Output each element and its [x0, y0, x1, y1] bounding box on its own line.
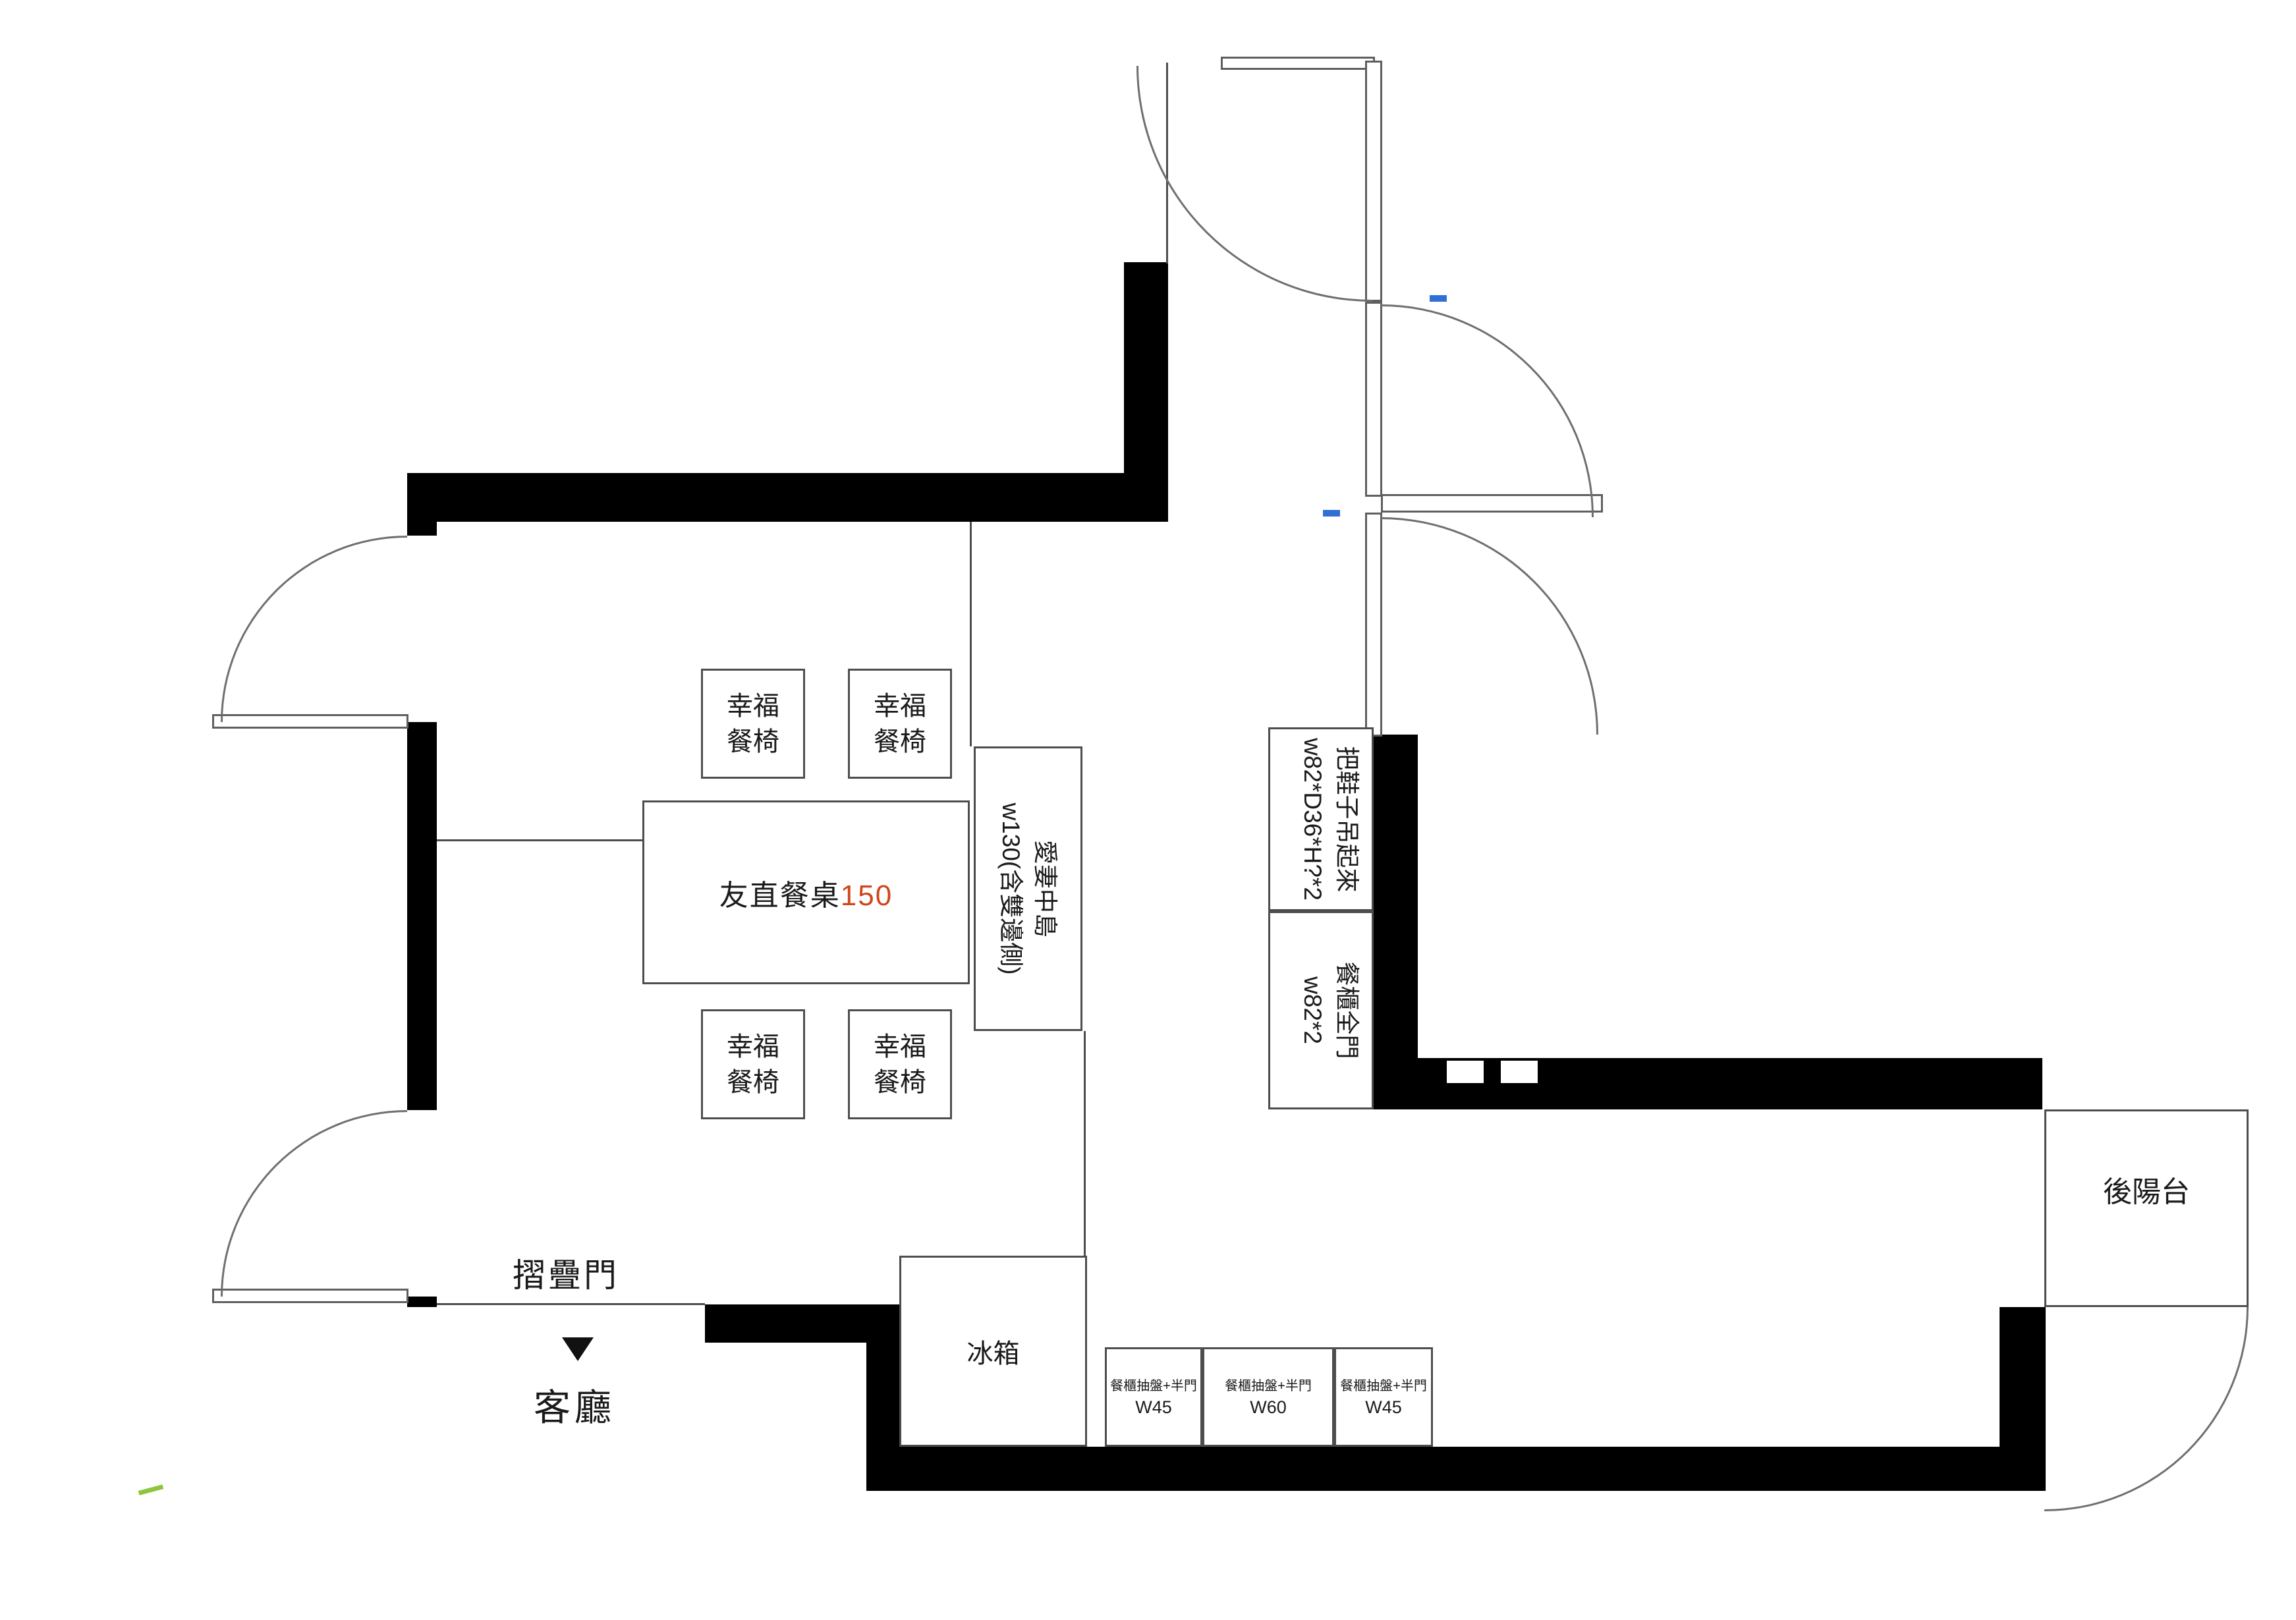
wall-left-stub-top	[407, 522, 437, 536]
direction-arrow-icon	[562, 1337, 594, 1361]
blue-grip-mark	[1430, 295, 1447, 302]
chair-label: 餐椅	[874, 727, 926, 756]
kitchen-island	[974, 746, 1082, 1031]
wall-bottom-left	[705, 1304, 903, 1343]
wall-corridor-left	[1124, 262, 1168, 473]
line-island-to-fridge	[1084, 1031, 1086, 1256]
wall-top	[407, 473, 1168, 522]
fridge-label: 冰箱	[966, 1339, 1020, 1368]
dining-cabinet-label: 餐櫃全門 w82*2	[1299, 961, 1360, 1059]
table-size-number: 150	[840, 879, 893, 912]
kitchen-island-label: 愛妻中島 w130(含雙邊側)	[997, 802, 1059, 975]
chair-label: 餐椅	[727, 1067, 779, 1097]
chair-label: 幸福	[727, 691, 779, 721]
dining-table-label: 友直餐桌150	[719, 879, 893, 912]
chair-label: 幸福	[874, 1032, 926, 1061]
chair-bottom-left: 幸福 餐椅	[701, 1009, 805, 1119]
wall-mid-right	[1374, 1058, 2042, 1109]
door-arc-top-entry	[1136, 66, 1372, 302]
wall-right-upper	[1374, 735, 1418, 1058]
living-room-label: 客廳	[534, 1387, 615, 1428]
balcony: 後陽台	[2044, 1109, 2249, 1307]
line-island-to-top-wall	[970, 522, 972, 746]
cabinet-label: 餐櫃抽盤+半門	[1110, 1378, 1197, 1393]
right-upper-door-leaf	[1365, 302, 1382, 497]
dining-table: 友直餐桌150	[642, 800, 970, 984]
fridge: 冰箱	[899, 1256, 1087, 1447]
line-table-to-wall	[437, 839, 642, 841]
wall-window-notch	[1447, 1061, 1484, 1083]
door-arc-balcony	[2044, 1307, 2249, 1511]
cabinet-size: W45	[1135, 1397, 1172, 1417]
door-arc-left-lower	[221, 1110, 407, 1297]
wall-bottom	[866, 1447, 2046, 1491]
dining-cabinet	[1268, 911, 1374, 1109]
balcony-label: 後陽台	[2103, 1176, 2190, 1208]
wall-fridge-left	[866, 1343, 903, 1448]
shoe-cabinet-label: 把鞋子吊起來 w82*D36*H?*2	[1299, 738, 1360, 901]
bottom-cabinet-2: 餐櫃抽盤+半門 W60	[1202, 1347, 1334, 1447]
cabinet-size: W45	[1365, 1397, 1402, 1417]
blue-grip-mark	[1323, 510, 1340, 517]
chair-top-right: 幸福 餐椅	[848, 669, 952, 779]
door-arc-left-upper	[221, 536, 407, 722]
chair-bottom-right: 幸福 餐椅	[848, 1009, 952, 1119]
door-arc-right-upper	[1381, 304, 1594, 517]
bottom-cabinet-1: 餐櫃抽盤+半門 W45	[1105, 1347, 1202, 1447]
folding-door-label: 摺疊門	[513, 1257, 619, 1294]
line-folding-door-opening	[437, 1303, 705, 1305]
cabinet-size: W60	[1250, 1397, 1287, 1417]
chair-label: 餐椅	[727, 727, 779, 756]
chair-label: 餐椅	[874, 1067, 926, 1097]
chair-top-left: 幸福 餐椅	[701, 669, 805, 779]
door-arc-right-lower	[1381, 517, 1598, 735]
bottom-cabinet-3: 餐櫃抽盤+半門 W45	[1334, 1347, 1433, 1447]
chair-label: 幸福	[727, 1032, 779, 1061]
shoe-cabinet	[1268, 727, 1374, 911]
chair-label: 幸福	[874, 691, 926, 721]
green-tick-mark	[138, 1484, 164, 1495]
wall-right-lower	[2000, 1307, 2046, 1449]
cabinet-label: 餐櫃抽盤+半門	[1225, 1378, 1312, 1393]
wall-window-notch	[1501, 1061, 1538, 1083]
wall-left-stub-bottom	[407, 1297, 437, 1307]
cabinet-label: 餐櫃抽盤+半門	[1340, 1378, 1427, 1393]
right-thin-wall-segment	[1365, 513, 1382, 737]
wall-left-middle	[407, 722, 437, 1110]
